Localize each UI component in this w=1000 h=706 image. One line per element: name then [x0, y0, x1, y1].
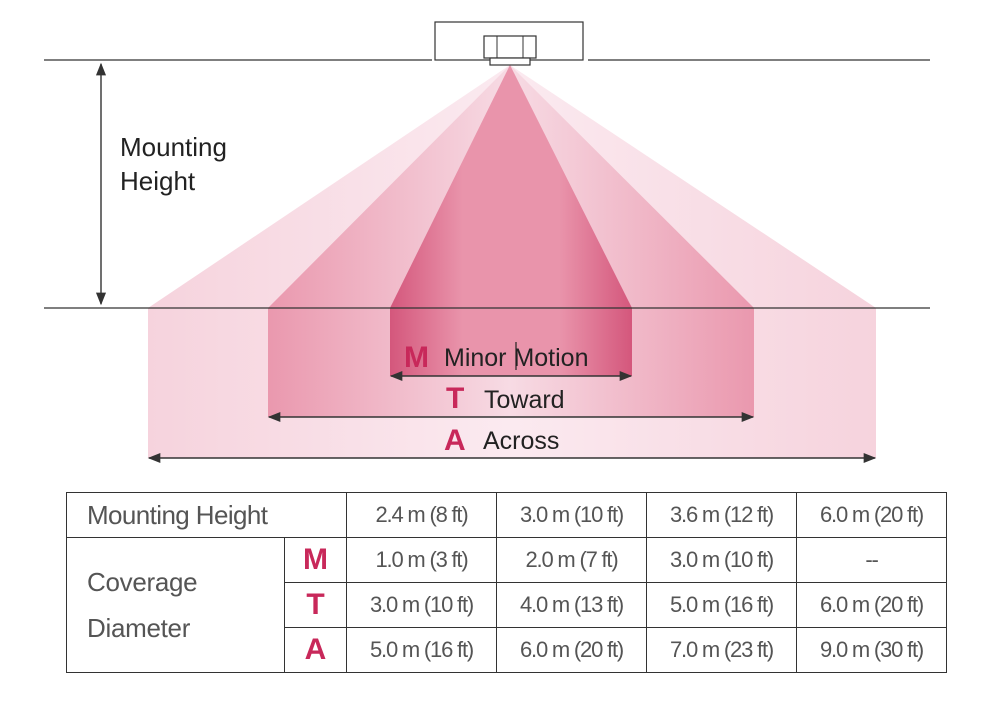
zone-toward-letter: T [446, 382, 464, 415]
sensor-icon [434, 21, 584, 66]
row-letter-m: M [284, 537, 347, 583]
value-cell: -- [796, 537, 947, 583]
table-row: A 5.0 m (16 ft) 6.0 m (20 ft) 7.0 m (23 … [67, 627, 947, 673]
zone-across-label: Across [483, 427, 559, 455]
zone-across-letter: A [444, 424, 466, 457]
height-cell: 3.6 m (12 ft) [646, 492, 797, 538]
value-cell: 7.0 m (23 ft) [646, 627, 797, 673]
height-cell: 2.4 m (8 ft) [346, 492, 497, 538]
table-header-row: Mounting Height 2.4 m (8 ft) 3.0 m (10 f… [66, 492, 947, 538]
row-letter-t: T [284, 582, 347, 628]
mounting-height-header: Mounting Height [66, 492, 347, 538]
value-cell: 6.0 m (20 ft) [796, 582, 947, 628]
coverage-diagram: Mounting Height M Minor Motion T Toward … [44, 21, 930, 464]
value-cell: 5.0 m (16 ft) [346, 627, 497, 673]
value-cell: 1.0 m (3 ft) [346, 537, 497, 583]
zone-minor-motion-letter: M [404, 341, 429, 374]
value-cell: 3.0 m (10 ft) [346, 582, 497, 628]
value-cell: 6.0 m (20 ft) [496, 627, 647, 673]
value-cell: 2.0 m (7 ft) [496, 537, 647, 583]
height-cell: 6.0 m (20 ft) [796, 492, 947, 538]
zone-toward-label: Toward [484, 386, 565, 414]
value-cell: 4.0 m (13 ft) [496, 582, 647, 628]
value-cell: 5.0 m (16 ft) [646, 582, 797, 628]
height-cell: 3.0 m (10 ft) [496, 492, 647, 538]
zone-minor-motion [390, 65, 632, 376]
row-letter-a: A [284, 627, 347, 673]
coverage-table: Mounting Height 2.4 m (8 ft) 3.0 m (10 f… [66, 492, 947, 673]
value-cell: 9.0 m (30 ft) [796, 627, 947, 673]
mounting-height-label: Mounting Height [120, 132, 234, 196]
value-cell: 3.0 m (10 ft) [646, 537, 797, 583]
